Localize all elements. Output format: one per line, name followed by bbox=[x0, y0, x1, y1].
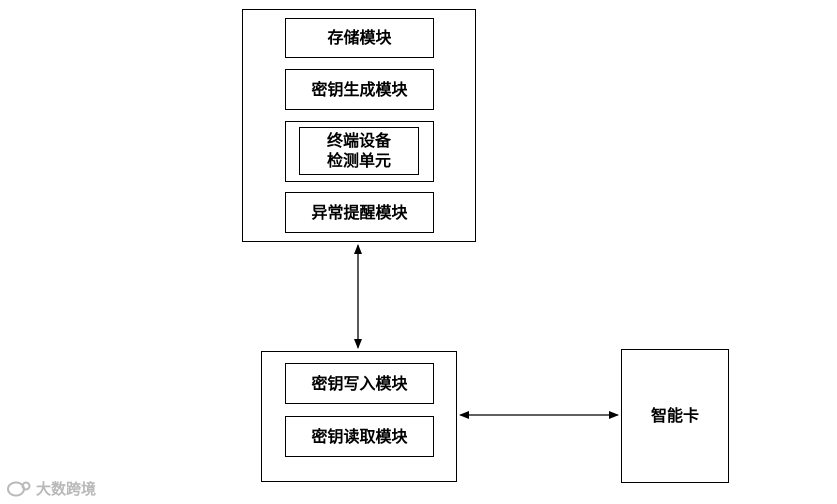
key-write-module-label: 密钥写入模块 bbox=[311, 373, 408, 393]
keygen-module-label: 密钥生成模块 bbox=[311, 79, 408, 99]
keygen-module: 密钥生成模块 bbox=[285, 69, 434, 110]
smart-card-label: 智能卡 bbox=[650, 406, 699, 425]
speech-bubble-logo-icon bbox=[6, 480, 32, 498]
key-write-module: 密钥写入模块 bbox=[285, 363, 434, 404]
watermark: 大数跨境 bbox=[6, 478, 96, 499]
terminal-detection-label-line1: 终端设备 bbox=[326, 131, 391, 150]
smart-card: 智能卡 bbox=[621, 349, 729, 483]
key-read-module-label: 密钥读取模块 bbox=[311, 426, 408, 446]
alert-module-label: 异常提醒模块 bbox=[311, 202, 408, 222]
terminal-detection-unit: 终端设备 检测单元 bbox=[299, 127, 419, 175]
alert-module: 异常提醒模块 bbox=[285, 192, 434, 233]
storage-module-label: 存储模块 bbox=[327, 28, 392, 47]
terminal-detection-label-line2: 检测单元 bbox=[326, 151, 391, 170]
key-read-module: 密钥读取模块 bbox=[285, 416, 434, 457]
watermark-text: 大数跨境 bbox=[36, 480, 97, 498]
storage-module: 存储模块 bbox=[285, 18, 434, 58]
